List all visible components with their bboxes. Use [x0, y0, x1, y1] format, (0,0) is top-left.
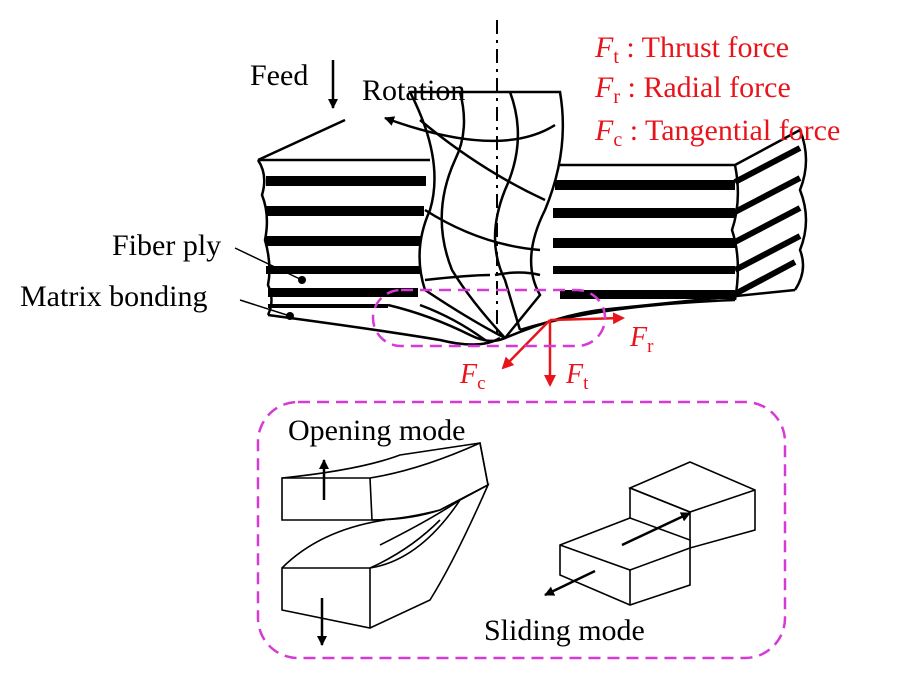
fiber-ply-stripes-left [266, 176, 426, 308]
fiber-ply-leader-dot [298, 276, 306, 284]
matrix-bonding-label: Matrix bonding [20, 280, 208, 313]
laminate-right-back-edge [793, 129, 808, 291]
drill-bit [407, 90, 565, 340]
opening-lower-block [281, 483, 490, 629]
ft-label: Ft [565, 359, 589, 394]
delamination-zone-highlight [371, 288, 607, 348]
rotation-label: Rotation [362, 74, 465, 107]
opening-mode-specimen [281, 441, 490, 629]
matrix-bonding-leader-dot [286, 312, 294, 320]
legend-radial: Fr : Radial force [594, 71, 791, 108]
legend-tangential: Fc : Tangential force [594, 114, 840, 151]
rotation-arrow [384, 116, 556, 143]
matrix-bonding-leader [239, 299, 291, 317]
feed-label: Feed [250, 59, 308, 92]
force-arrows [501, 312, 625, 387]
radial-force-arrow [549, 312, 625, 325]
bottom-ply-deformation [267, 288, 796, 346]
tangential-force-arrow [501, 319, 551, 370]
opening-mode-label: Opening mode [288, 414, 465, 447]
laminate-workpiece [256, 118, 808, 316]
sliding-forward-arrow [621, 511, 691, 547]
laminate-top-edge-left [257, 118, 346, 162]
fracture-modes-inset [256, 400, 787, 660]
fiber-ply-stripes-right [553, 180, 735, 299]
fiber-ply-stripes-side [733, 145, 802, 297]
sliding-back-arrow [544, 569, 596, 597]
legend-thrust: Ft : Thrust force [594, 31, 789, 68]
fiber-ply-leader [234, 247, 303, 281]
laminate-right-front-edge [730, 164, 740, 301]
fc-label: Fc [459, 359, 486, 394]
sliding-mode-specimen [559, 461, 756, 606]
fiber-ply-label: Fiber ply [112, 229, 221, 262]
sliding-mode-label: Sliding mode [484, 614, 645, 647]
fr-label: Fr [629, 322, 654, 357]
force-legend: Ft : Thrust force Fr : Radial force Fc :… [594, 31, 840, 151]
